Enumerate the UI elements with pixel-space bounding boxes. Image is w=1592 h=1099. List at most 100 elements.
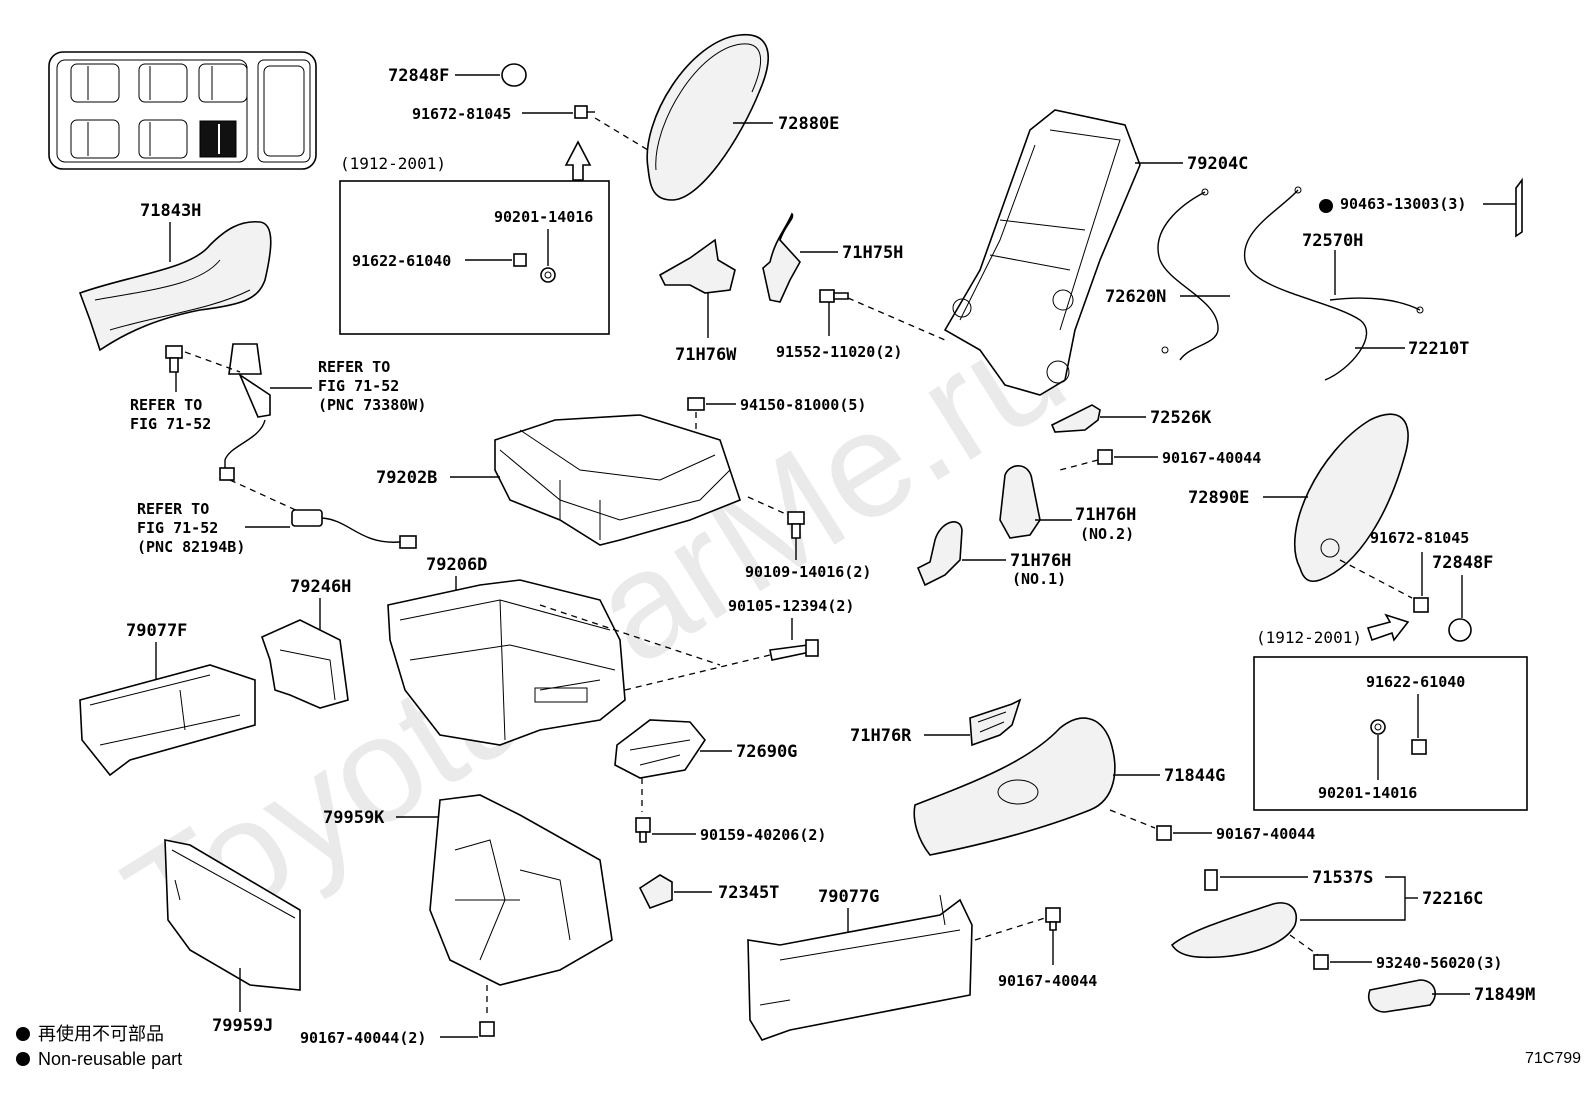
label-79959K: 79959K — [323, 808, 385, 828]
part-72848F-cap-top — [501, 63, 527, 87]
part-91672-81045-bolt-top — [574, 105, 595, 119]
label-90167-40044-a: 90167-40044 — [1162, 449, 1261, 467]
part-71H75H — [762, 212, 801, 303]
label-refer2-l1: REFER TO — [130, 396, 202, 414]
part-79077G-cover — [747, 894, 973, 1041]
label-79959J: 79959J — [212, 1016, 273, 1036]
label-72848F-top: 72848F — [388, 66, 449, 86]
box2-date: (1912-2001) — [1256, 628, 1362, 647]
part-buckle-refer — [219, 343, 271, 481]
part-91552-bolt — [819, 289, 849, 303]
box1-nut-icon — [540, 267, 556, 283]
label-refer3-l3: (PNC 82194B) — [137, 538, 245, 556]
label-refer3-l1: REFER TO — [137, 500, 209, 518]
part-90159-bolt — [635, 817, 651, 843]
part-72620N-cable — [1157, 188, 1219, 361]
part-72848F-cap-right — [1448, 618, 1472, 642]
part-94150-nut — [687, 397, 705, 411]
part-91672-bolt-right — [1413, 597, 1429, 613]
part-72890E-armrest — [1294, 413, 1409, 583]
box1-label-90201: 90201-14016 — [494, 208, 593, 226]
box2-label-90201: 90201-14016 — [1318, 784, 1417, 802]
label-72690G: 72690G — [736, 742, 797, 762]
label-79204C: 79204C — [1187, 154, 1248, 174]
label-72848F-right: 72848F — [1432, 553, 1493, 573]
label-72890E: 72890E — [1188, 488, 1249, 508]
label-71844G: 71844G — [1164, 766, 1225, 786]
label-72880E: 72880E — [778, 114, 839, 134]
legend-dot-icon-2 — [16, 1052, 30, 1066]
box2-nut-icon — [1370, 719, 1386, 735]
arrow-up-icon — [564, 140, 592, 181]
label-90167-40044-c: 90167-40044 — [998, 972, 1097, 990]
legend-jp: 再使用不可部品 — [38, 1024, 164, 1044]
label-72620N: 72620N — [1105, 287, 1166, 307]
label-72345T: 72345T — [718, 883, 779, 903]
label-79077G: 79077G — [818, 887, 879, 907]
part-79959J-panel — [164, 839, 301, 991]
part-79206D-frame — [387, 579, 626, 746]
part-79959K-cover — [429, 794, 613, 986]
label-91552: 91552-11020(2) — [776, 343, 902, 361]
arrow-right-icon — [1366, 613, 1410, 642]
part-90167-bolt-c — [1045, 907, 1061, 931]
label-91672-81045-top: 91672-81045 — [412, 105, 511, 123]
part-bolt-refer2 — [165, 345, 183, 373]
part-71537S — [1204, 869, 1218, 891]
part-71H76W — [658, 238, 736, 294]
label-71H76H-no1-sub: (NO.1) — [1012, 570, 1066, 588]
part-79077F-cover — [79, 664, 256, 777]
label-72526K: 72526K — [1150, 408, 1212, 428]
label-90167-40044-d: 90167-40044(2) — [300, 1029, 426, 1047]
label-91672-81045-right: 91672-81045 — [1370, 529, 1469, 547]
box2-frame — [1253, 656, 1528, 811]
label-90463: 90463-13003(3) — [1340, 195, 1466, 213]
legend-dot-icon — [16, 1027, 30, 1041]
part-71844G-cover — [913, 717, 1116, 856]
label-71H76H-no2-sub: (NO.2) — [1080, 525, 1134, 543]
part-72345T — [638, 874, 673, 909]
part-71H76R — [969, 698, 1022, 747]
part-93240-screw — [1313, 954, 1329, 970]
part-79204C-frame — [943, 109, 1141, 396]
box1-date: (1912-2001) — [340, 154, 446, 173]
box1-frame — [339, 180, 610, 335]
part-71H76H-no2 — [999, 465, 1041, 539]
nonreusable-dot — [1319, 199, 1333, 213]
label-79202B: 79202B — [376, 468, 437, 488]
part-72216C-lever — [1170, 902, 1297, 959]
label-90167-40044-b: 90167-40044 — [1216, 825, 1315, 843]
label-79206D: 79206D — [426, 555, 487, 575]
label-refer3-l2: FIG 71-52 — [137, 519, 218, 537]
label-refer1-l3: (PNC 73380W) — [318, 396, 426, 414]
label-71H76H-no1: 71H76H — [1010, 551, 1071, 571]
label-72210T: 72210T — [1408, 339, 1469, 359]
label-71H76W: 71H76W — [675, 345, 737, 365]
label-71849M: 71849M — [1474, 985, 1535, 1005]
label-71843H: 71843H — [140, 201, 201, 221]
part-90167-bolt-d — [479, 1021, 495, 1037]
part-harness-refer3 — [291, 509, 417, 549]
label-refer2-l2: FIG 71-52 — [130, 415, 211, 433]
label-90109: 90109-14016(2) — [745, 563, 871, 581]
label-71537S: 71537S — [1312, 868, 1373, 888]
part-72690G — [614, 719, 706, 779]
seat-locator-icon — [48, 51, 317, 170]
label-90105: 90105-12394(2) — [728, 597, 854, 615]
part-90109-bolt — [787, 511, 805, 539]
label-90159: 90159-40206(2) — [700, 826, 826, 844]
box2-label-91622: 91622-61040 — [1366, 673, 1465, 691]
label-93240: 93240-56020(3) — [1376, 954, 1502, 972]
box1-label-91622: 91622-61040 — [352, 252, 451, 270]
part-71849M — [1368, 979, 1436, 1013]
part-79202B-frame — [494, 414, 741, 546]
label-71H76H-no2: 71H76H — [1075, 505, 1136, 525]
part-90167-bolt-b — [1156, 825, 1172, 841]
legend-en: Non-reusable part — [38, 1049, 182, 1069]
part-72570H-cable — [1244, 186, 1424, 381]
label-72570H: 72570H — [1302, 231, 1363, 251]
label-72216C: 72216C — [1422, 889, 1483, 909]
label-71H76R: 71H76R — [850, 726, 912, 746]
label-94150: 94150-81000(5) — [740, 396, 866, 414]
